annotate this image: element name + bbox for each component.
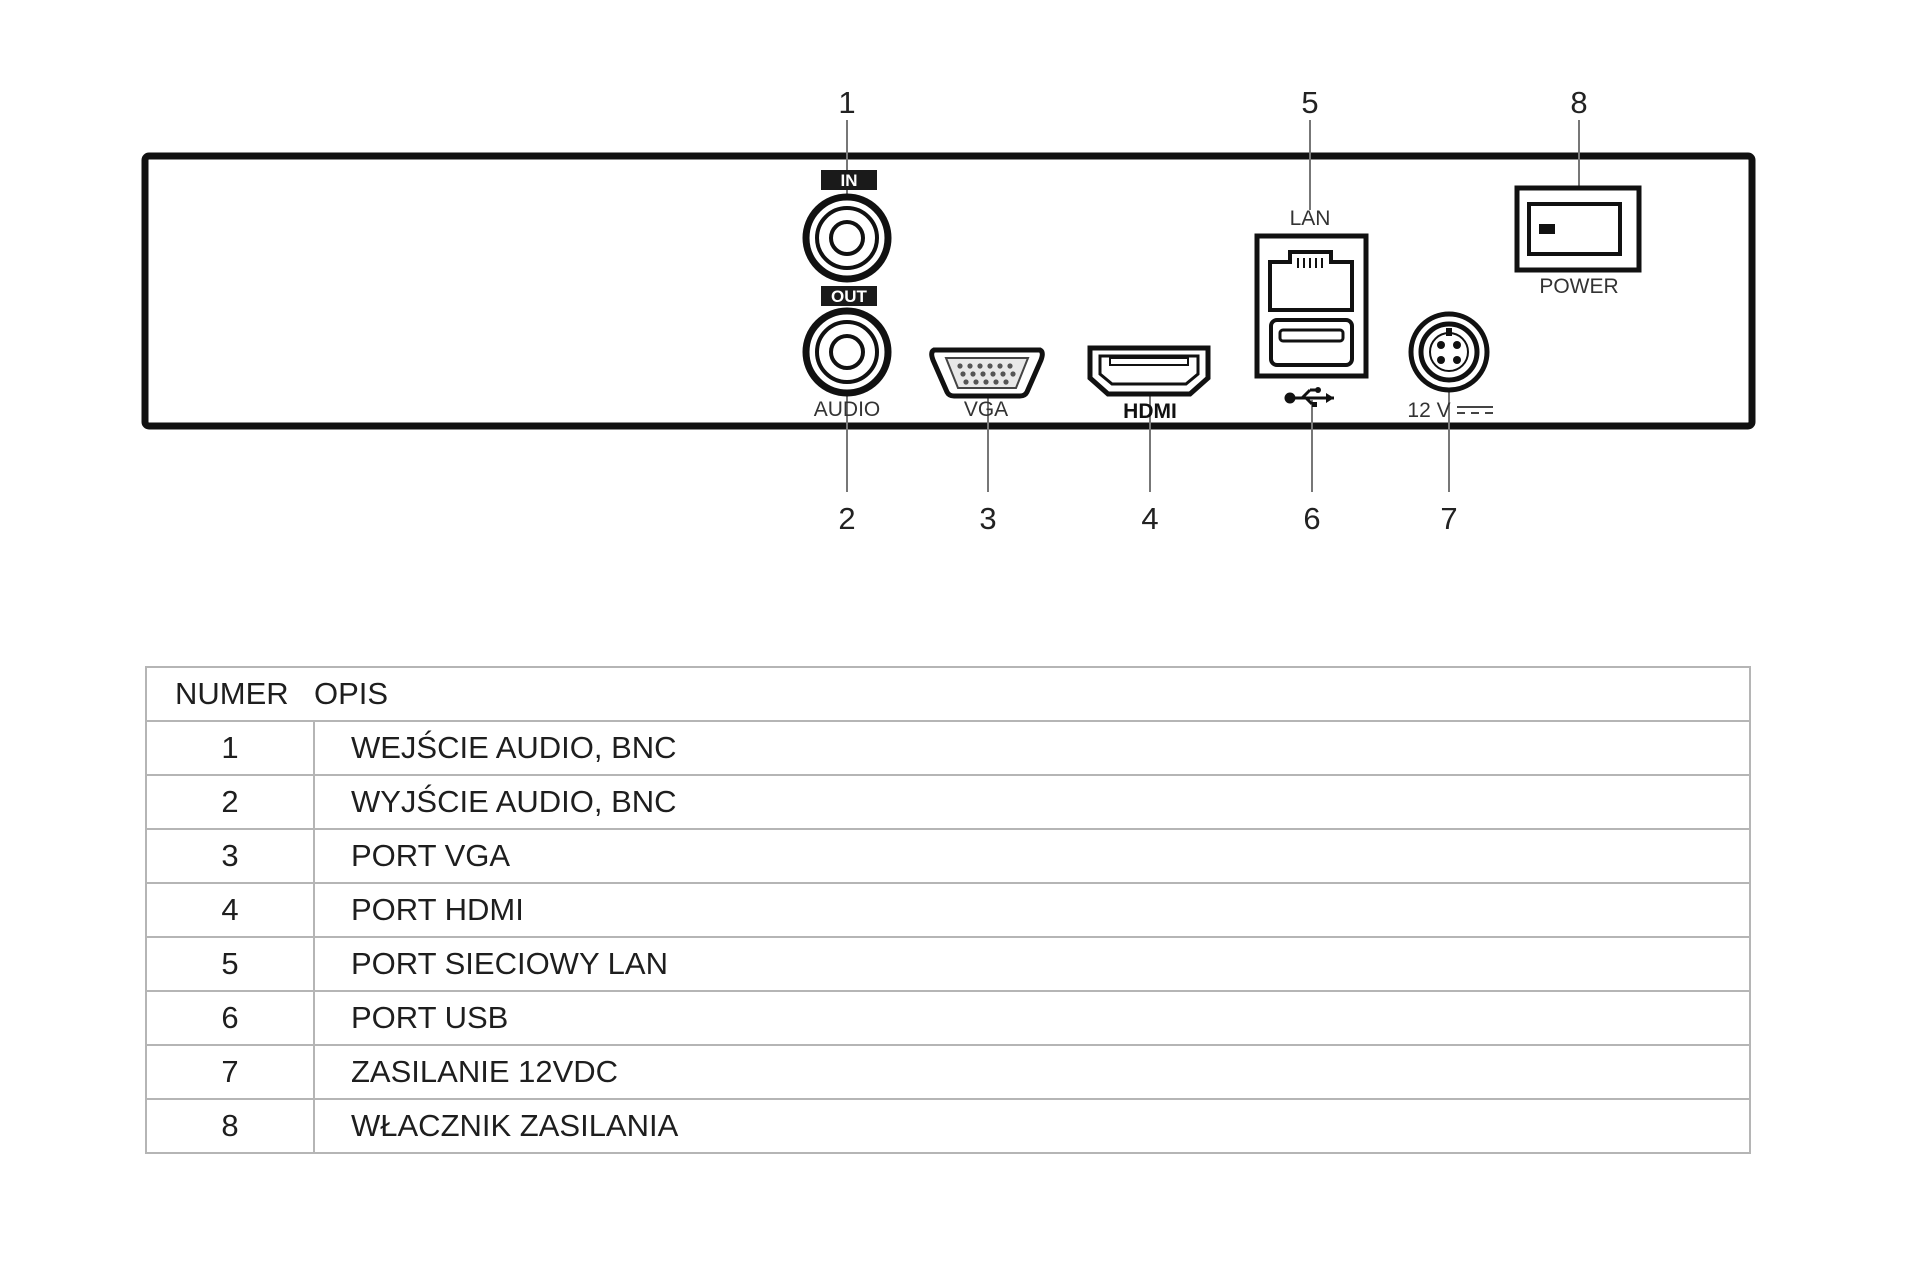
callout-3: 3 [979, 501, 996, 536]
label-hdmi: HDMI [1123, 400, 1177, 423]
row-number: 1 [145, 720, 315, 776]
label-out: OUT [831, 287, 868, 306]
usb-port [1269, 318, 1354, 367]
hdmi-connector [1087, 345, 1211, 397]
label-vga: VGA [964, 398, 1008, 421]
header-numer: NUMER [145, 666, 314, 722]
row-description: PORT SIECIOWY LAN [313, 936, 1751, 992]
row-description: WYJŚCIE AUDIO, BNC [313, 774, 1751, 830]
dc-12v-connector [1408, 311, 1490, 393]
row-number: 2 [145, 774, 315, 830]
audio-out-bnc-connector: OUT [802, 286, 892, 397]
label-audio: AUDIO [814, 398, 881, 421]
row-number: 6 [145, 990, 315, 1046]
row-number: 3 [145, 828, 315, 884]
callout-1: 1 [838, 85, 855, 120]
row-number: 8 [145, 1098, 315, 1154]
audio-in-bnc-connector: IN [802, 170, 892, 283]
vga-connector [929, 347, 1045, 399]
label-12v: 12 V [1407, 399, 1450, 422]
lan-usb-block [1254, 233, 1369, 379]
callout-7: 7 [1440, 501, 1457, 536]
label-lan: LAN [1290, 207, 1331, 230]
callout-5: 5 [1301, 85, 1318, 120]
callout-2: 2 [838, 501, 855, 536]
row-number: 4 [145, 882, 315, 938]
row-description: PORT VGA [313, 828, 1751, 884]
row-number: 7 [145, 1044, 315, 1100]
row-description: ZASILANIE 12VDC [313, 1044, 1751, 1100]
row-description: PORT HDMI [313, 882, 1751, 938]
callout-8: 8 [1570, 85, 1587, 120]
usb-icon [1284, 387, 1334, 407]
power-switch [1514, 185, 1642, 273]
row-number: 5 [145, 936, 315, 992]
header-opis: OPIS [314, 666, 1751, 722]
row-description: WEJŚCIE AUDIO, BNC [313, 720, 1751, 776]
label-in: IN [841, 171, 858, 190]
row-description: WŁACZNIK ZASILANIA [313, 1098, 1751, 1154]
label-power: POWER [1539, 275, 1618, 298]
callout-6: 6 [1303, 501, 1320, 536]
table-header-row: NUMER OPIS [145, 666, 1751, 722]
row-description: PORT USB [313, 990, 1751, 1046]
device-rear-panel-diagram: 1 5 8 2 3 4 6 7 IN OUT AUDIO VG [141, 85, 1756, 536]
dc-symbol-icon [1457, 406, 1493, 414]
callout-4: 4 [1141, 501, 1158, 536]
lan-rj45-port [1268, 250, 1354, 312]
